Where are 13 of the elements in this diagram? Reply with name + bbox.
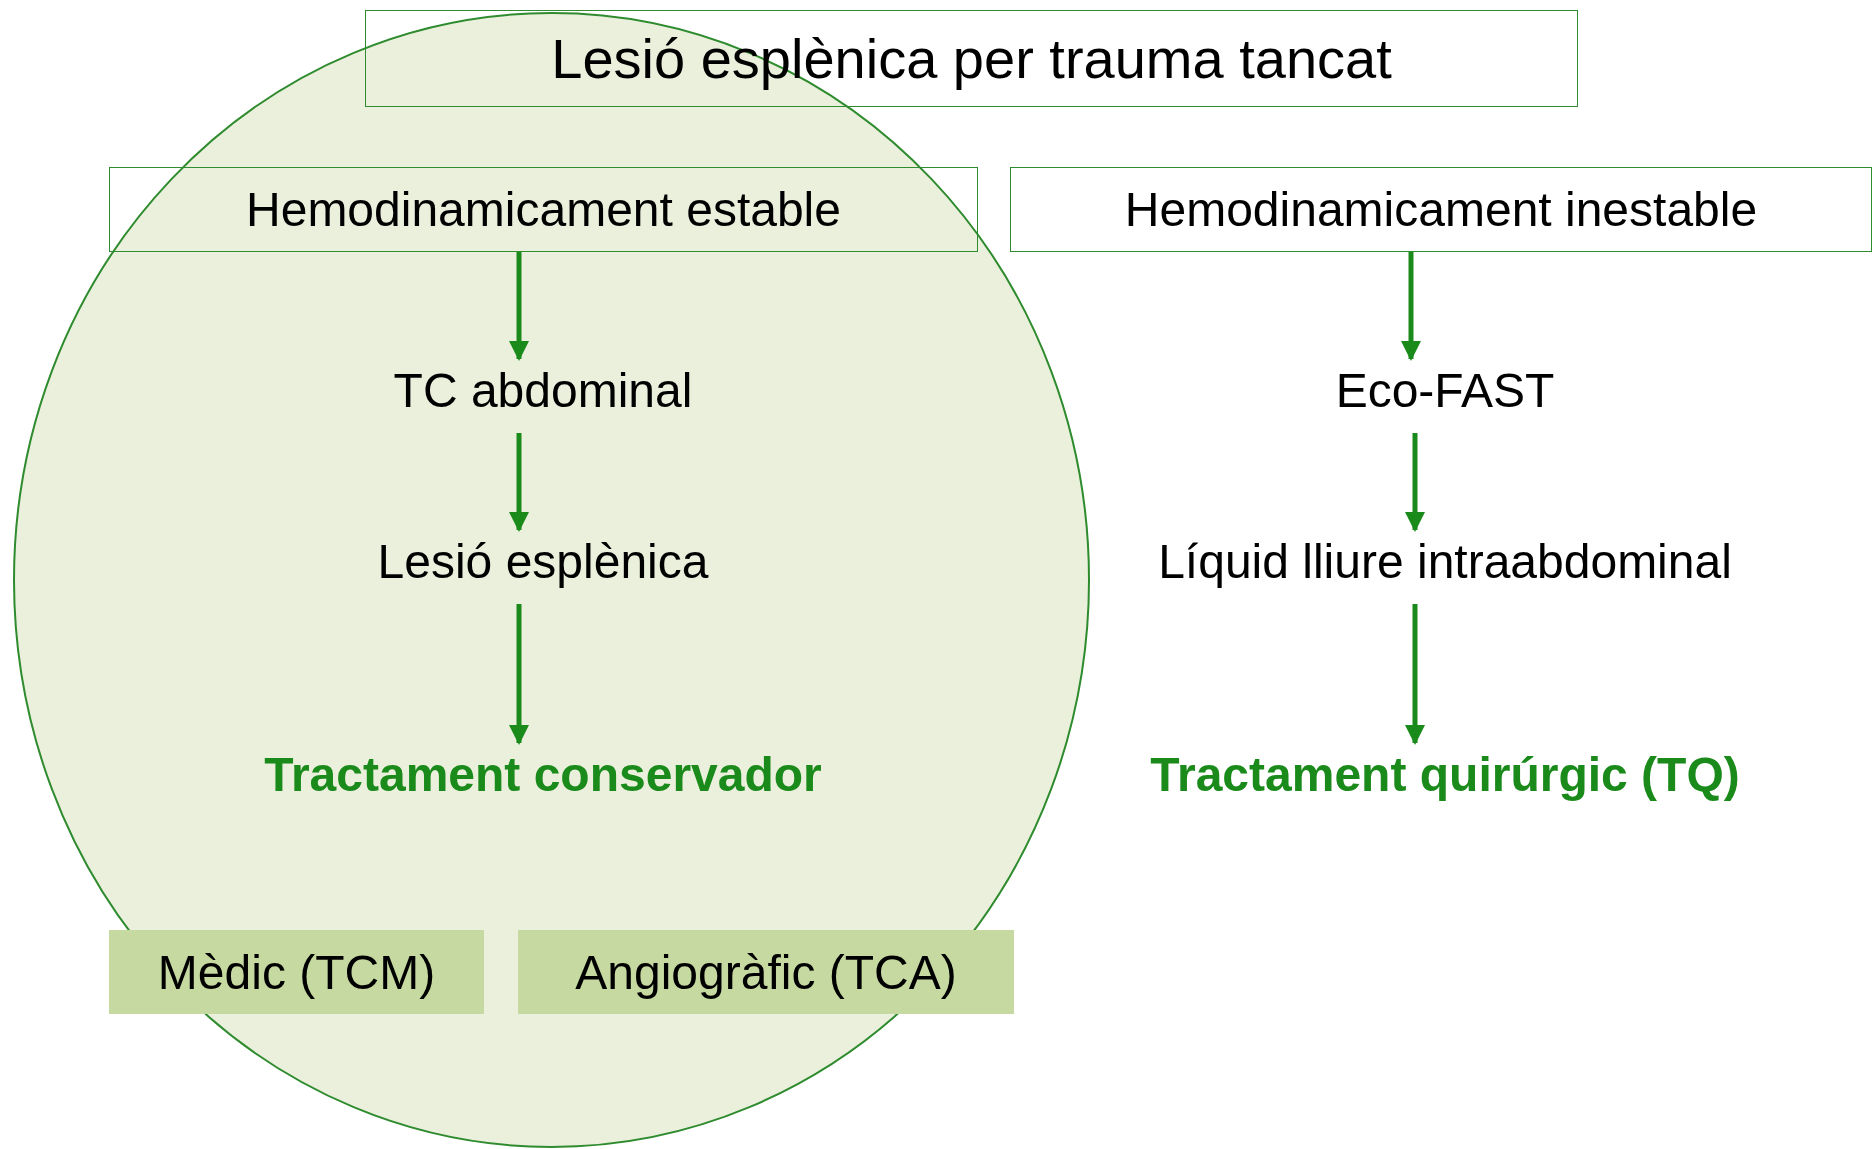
step-text: Líquid lliure intraabdominal <box>1095 526 1795 596</box>
arrow <box>1405 604 1425 745</box>
category-box: Hemodinamicament inestable <box>1010 167 1872 252</box>
arrow <box>509 252 529 361</box>
step-text: Eco-FAST <box>1195 355 1695 425</box>
step-text: TC abdominal <box>343 355 743 425</box>
arrow <box>1401 252 1421 361</box>
arrow <box>509 433 529 532</box>
outcome-text: Tractament quirúrgic (TQ) <box>1075 739 1815 809</box>
arrow <box>1405 433 1425 532</box>
arrow <box>509 604 529 745</box>
outcome-text: Tractament conservador <box>193 739 893 809</box>
step-text: Lesió esplènica <box>343 526 743 596</box>
